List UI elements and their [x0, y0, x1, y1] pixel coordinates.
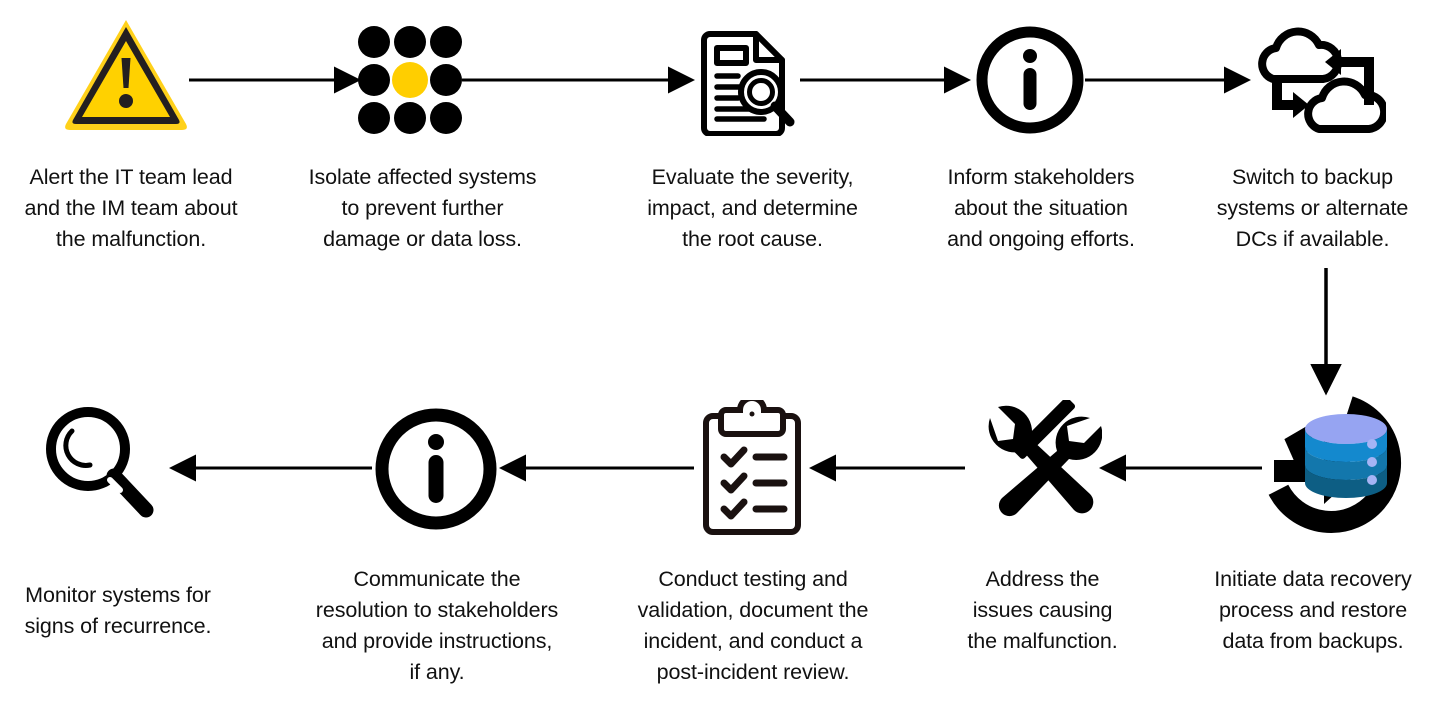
step-10-caption: Monitor systems for signs of recurrence.: [24, 583, 212, 638]
step-6-caption: Initiate data recovery process and resto…: [1214, 567, 1412, 653]
clipboard-checklist-icon: [700, 400, 804, 536]
step-9-caption: Communicate the resolution to stakeholde…: [315, 567, 559, 684]
step-2-caption: Isolate affected systems to prevent furt…: [308, 165, 537, 251]
step-7-caption: Address the issues causing the malfuncti…: [967, 567, 1118, 653]
step-1-caption: Alert the IT team lead and the IM team a…: [24, 165, 238, 251]
wrench-screwdriver-icon: [978, 400, 1102, 536]
step-4-caption: Inform stakeholders about the situation …: [947, 165, 1135, 251]
step-8-caption: Conduct testing and validation, document…: [637, 567, 869, 684]
warning-triangle-icon: [62, 14, 190, 134]
cloud-sync-icon: [1251, 25, 1386, 137]
step-3-caption: Evaluate the severity, impact, and deter…: [647, 165, 858, 251]
isolate-dots-grid-icon: [358, 26, 462, 134]
step-5-caption: Switch to backup systems or alternate DC…: [1216, 165, 1409, 251]
info-circle-icon-2: [374, 406, 498, 532]
magnifier-monitor-icon: [40, 402, 172, 530]
info-circle-icon: [975, 24, 1085, 136]
document-magnifier-icon: [698, 26, 802, 136]
database-restore-icon: [1252, 388, 1410, 538]
